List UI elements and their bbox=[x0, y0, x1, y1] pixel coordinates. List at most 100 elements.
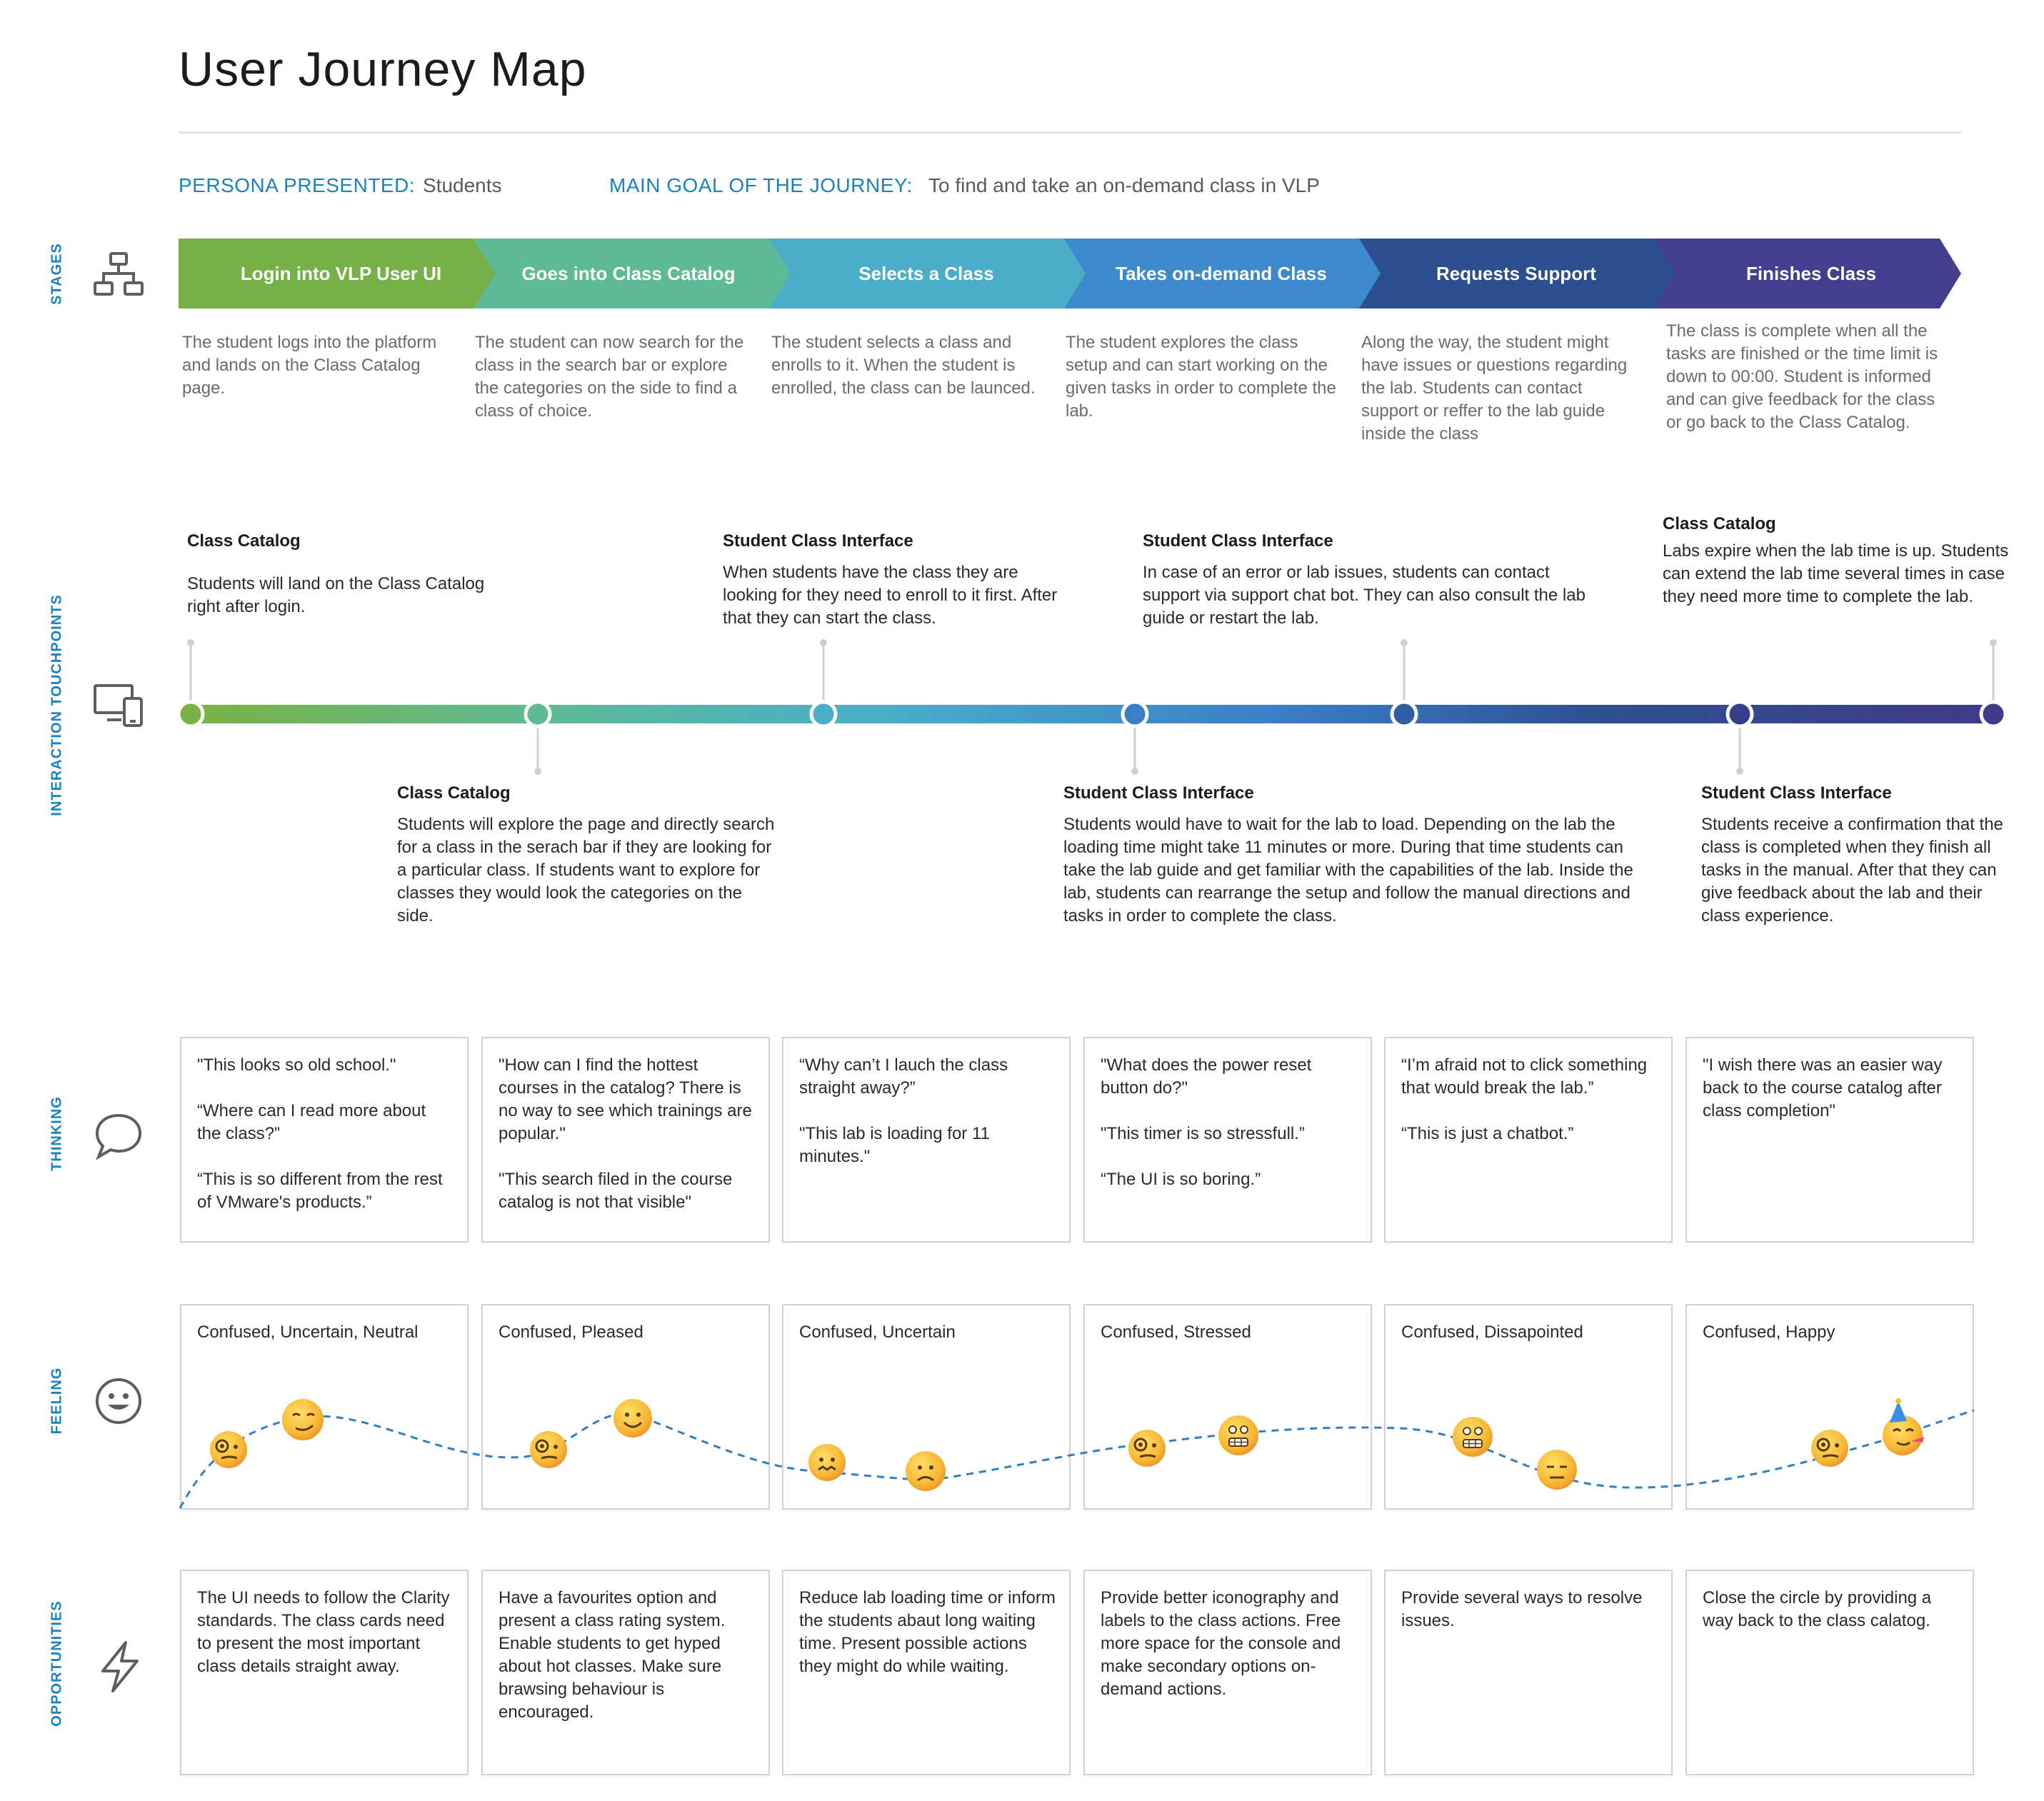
opportunity-box-1: The UI needs to follow the Clarity stand… bbox=[180, 1570, 469, 1775]
opportunity-box-2: Have a favourites option and present a c… bbox=[481, 1570, 770, 1775]
touchpoint-text: Labs expire when the lab time is up. Stu… bbox=[1663, 541, 2009, 606]
thought-text: "How can I find the hottest courses in t… bbox=[499, 1055, 752, 1143]
stage-desc-2: The student can now search for the class… bbox=[475, 333, 744, 421]
stage-chevron-5[interactable] bbox=[1359, 239, 1688, 308]
stage-chevron-6[interactable] bbox=[1654, 239, 1961, 308]
touchpoint-below-3: Student Class Interface Students receive… bbox=[1701, 783, 2008, 928]
monocle-face-icon bbox=[530, 1431, 567, 1468]
feeling-box-4: Confused, Stressed bbox=[1083, 1304, 1372, 1510]
header-divider bbox=[179, 131, 1961, 134]
touchpoint-above-2: Student Class Interface When students ha… bbox=[723, 531, 1058, 630]
opportunity-text: Provide several ways to resolve issues. bbox=[1401, 1588, 1643, 1630]
feeling-text: Confused, Uncertain, Neutral bbox=[197, 1323, 419, 1342]
touchpoint-above-1: Class Catalog Students will land on the … bbox=[187, 531, 487, 618]
frown-face-icon bbox=[906, 1451, 946, 1491]
thought-text: "This search filed in the course catalog… bbox=[499, 1170, 733, 1212]
stage-label-4: Takes on-demand Class bbox=[1116, 262, 1327, 284]
touchpoint-dot-6[interactable] bbox=[1725, 700, 1754, 728]
touchpoint-text: Students receive a confirmation that the… bbox=[1701, 815, 2003, 925]
feeling-box-6: Confused, Happy bbox=[1685, 1304, 1974, 1510]
feeling-text: Confused, Uncertain bbox=[799, 1323, 956, 1342]
smiley-icon bbox=[96, 1378, 141, 1424]
stage-desc-6: The class is complete when all the tasks… bbox=[1666, 321, 1938, 432]
stage-chevron-1[interactable] bbox=[179, 239, 507, 308]
touchpoint-dot-1[interactable] bbox=[176, 700, 205, 728]
thought-text: "What does the power reset button do?" bbox=[1101, 1055, 1312, 1098]
monocle-face-icon bbox=[210, 1431, 247, 1468]
goal-value: To find and take an on-demand class in V… bbox=[928, 174, 1320, 196]
touchpoint-above-3: Student Class Interface In case of an er… bbox=[1143, 531, 1585, 630]
touchpoint-dot-5[interactable] bbox=[1390, 700, 1418, 728]
goal-label: MAIN GOAL OF THE JOURNEY: bbox=[609, 174, 913, 196]
stage-desc-3: The student selects a class and enrolls … bbox=[771, 333, 1036, 398]
thought-text: "This looks so old school." bbox=[197, 1055, 396, 1075]
touchpoint-title: Student Class Interface bbox=[1701, 783, 1892, 803]
stage-desc-1: The student logs into the platform and l… bbox=[182, 333, 437, 398]
stage-desc-4: The student explores the class setup and… bbox=[1066, 333, 1336, 421]
monocle-face-icon bbox=[1811, 1430, 1848, 1467]
thinking-box-4: "What does the power reset button do?" "… bbox=[1083, 1037, 1372, 1243]
sitemap-icon bbox=[94, 252, 144, 296]
thinking-box-2: "How can I find the hottest courses in t… bbox=[481, 1037, 770, 1243]
touchpoint-title: Class Catalog bbox=[187, 531, 301, 551]
touchpoint-text: Students would have to wait for the lab … bbox=[1063, 815, 1633, 925]
smile-face-icon bbox=[613, 1399, 652, 1438]
touchpoint-title: Student Class Interface bbox=[723, 531, 913, 551]
stage-label-6: Finishes Class bbox=[1745, 262, 1877, 284]
emotion-curve bbox=[179, 1398, 1975, 1509]
touchpoint-timeline bbox=[176, 639, 2008, 775]
touchpoint-text: Students will land on the Class Catalog … bbox=[187, 574, 485, 616]
thought-text: “This is just a chatbot.” bbox=[1401, 1124, 1574, 1143]
opportunity-box-4: Provide better iconography and labels to… bbox=[1083, 1570, 1372, 1775]
stage-label-1: Login into VLP User UI bbox=[240, 262, 442, 284]
thought-text: "This lab is loading for 11 minutes." bbox=[799, 1124, 990, 1166]
touchpoint-dot-7[interactable] bbox=[1979, 700, 2008, 728]
opportunity-text: Close the circle by providing a way back… bbox=[1703, 1588, 1932, 1630]
feeling-text: Confused, Stressed bbox=[1101, 1323, 1251, 1342]
touchpoint-dot-3[interactable] bbox=[809, 700, 838, 728]
thought-text: “This is so different from the rest of V… bbox=[197, 1170, 443, 1212]
thought-text: "This timer is so stressfull.” bbox=[1101, 1124, 1305, 1143]
section-label-touchpoints: INTERACTION TOUCHPOINTS bbox=[49, 594, 65, 816]
touchpoint-text: Students will explore the page and direc… bbox=[397, 815, 775, 925]
devices-icon bbox=[94, 684, 143, 727]
touchpoint-dot-2[interactable] bbox=[523, 700, 552, 728]
expressionless-face-icon bbox=[1537, 1450, 1577, 1490]
feeling-text: Confused, Pleased bbox=[499, 1323, 643, 1342]
thinking-box-5: “I’m afraid not to click something that … bbox=[1384, 1037, 1673, 1243]
touchpoint-above-4: Class Catalog Labs expire when the lab t… bbox=[1663, 514, 2013, 608]
stage-desc-5: Along the way, the student might have is… bbox=[1361, 333, 1628, 443]
persona-value: Students bbox=[423, 174, 502, 196]
monocle-face-icon bbox=[1128, 1430, 1166, 1467]
stage-label-3: Selects a Class bbox=[858, 262, 994, 284]
stages-chevron-bar bbox=[179, 239, 1961, 308]
stage-chevron-2[interactable] bbox=[474, 239, 803, 308]
feeling-text: Confused, Happy bbox=[1703, 1323, 1835, 1342]
grimace-face-icon bbox=[1218, 1415, 1258, 1455]
stage-label-2: Goes into Class Catalog bbox=[521, 262, 736, 284]
section-label-stages: STAGES bbox=[49, 243, 65, 305]
touchpoint-text: In case of an error or lab issues, stude… bbox=[1143, 563, 1585, 628]
thinking-box-3: “Why can’t I lauch the class straight aw… bbox=[782, 1037, 1071, 1243]
touchpoint-text: When students have the class they are lo… bbox=[723, 563, 1058, 628]
page-title: User Journey Map bbox=[179, 42, 587, 96]
opportunity-text: Reduce lab loading time or inform the st… bbox=[799, 1588, 1056, 1676]
thought-text: “Why can’t I lauch the class straight aw… bbox=[799, 1055, 1008, 1098]
timeline-bar bbox=[190, 705, 1995, 723]
party-face-icon bbox=[1883, 1398, 1924, 1455]
opportunity-box-3: Reduce lab loading time or inform the st… bbox=[782, 1570, 1071, 1775]
touchpoint-dot-4[interactable] bbox=[1121, 700, 1149, 728]
stage-chevron-3[interactable] bbox=[769, 239, 1098, 308]
touchpoint-title: Class Catalog bbox=[397, 783, 511, 803]
opportunity-text: Have a favourites option and present a c… bbox=[499, 1588, 726, 1722]
feeling-box-1: Confused, Uncertain, Neutral bbox=[180, 1304, 469, 1510]
smirk-face-icon bbox=[282, 1399, 324, 1440]
thought-text: “I’m afraid not to click something that … bbox=[1401, 1055, 1648, 1098]
grimace-face-icon bbox=[1453, 1417, 1493, 1457]
section-label-thinking: THINKING bbox=[49, 1096, 65, 1171]
stage-chevron-4[interactable] bbox=[1064, 239, 1393, 308]
persona-label: PERSONA PRESENTED: bbox=[179, 174, 416, 196]
opportunity-box-6: Close the circle by providing a way back… bbox=[1685, 1570, 1974, 1775]
worried-face-icon bbox=[808, 1444, 846, 1481]
feeling-box-5: Confused, Dissapointed bbox=[1384, 1304, 1673, 1510]
